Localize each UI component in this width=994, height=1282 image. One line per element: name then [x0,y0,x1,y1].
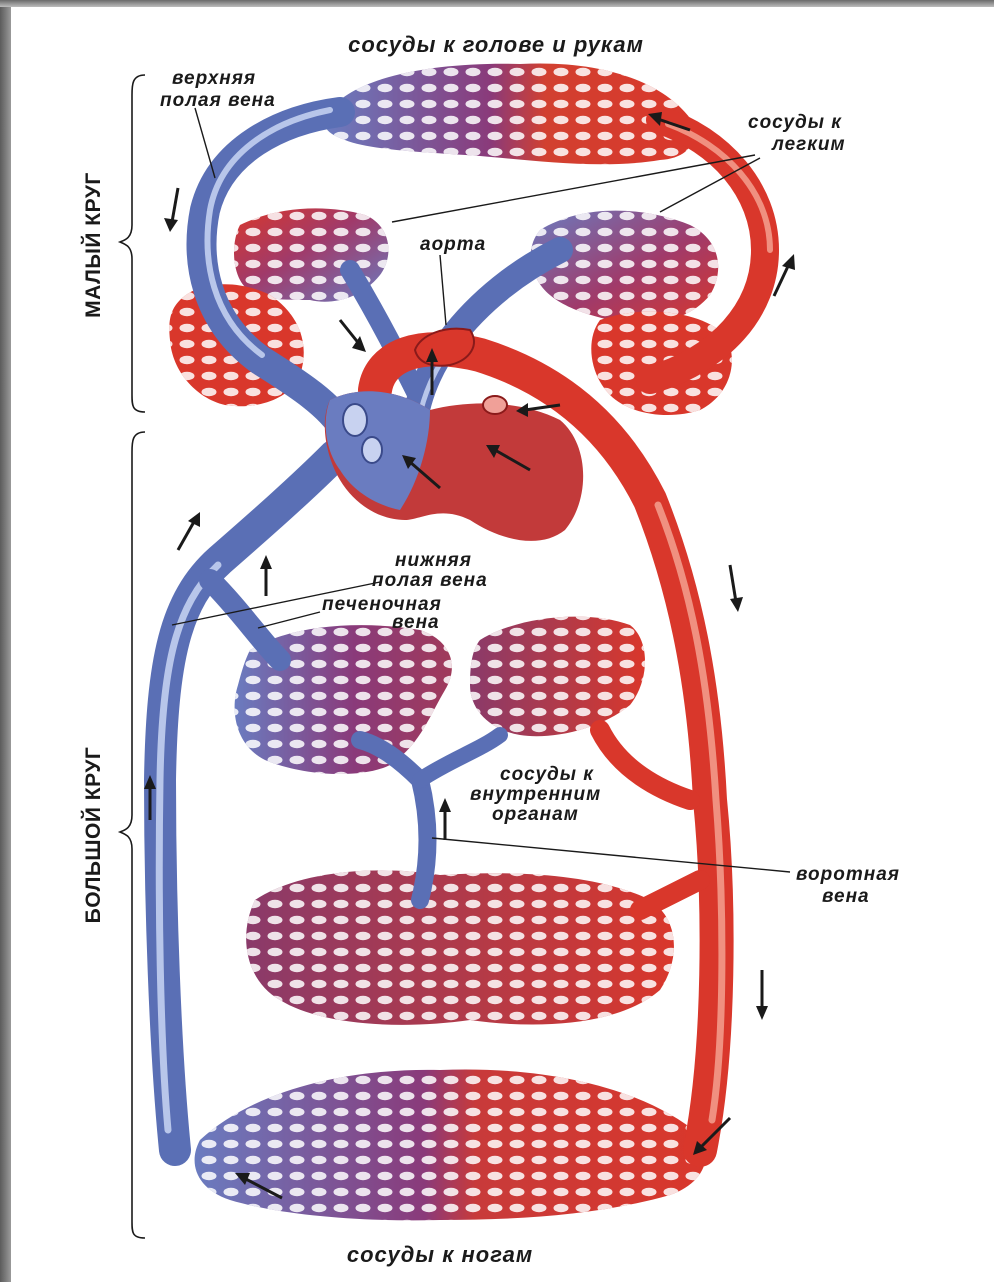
label-lungs-2: легким [771,134,846,155]
lower-organs-capillary-bed [246,870,674,1025]
label-head-arms: сосуды к голове и рукам [348,32,644,57]
large-circle-bracket [120,432,145,1238]
label-portal-vein-2: вена [822,886,870,907]
label-legs: сосуды к ногам [347,1242,533,1267]
heart [325,329,583,541]
label-portal-vein-1: воротная [796,864,900,885]
head-arms-capillary-bed [324,63,693,164]
arteries-to-organs [600,730,700,910]
inferior-vena-cava [159,455,335,1150]
label-hepatic-vein-2: вена [392,612,440,633]
label-internal-organs-3: органам [492,804,579,825]
label-large-circle: БОЛЬШОЙ КРУГ [81,747,105,924]
label-superior-vena-cava-2: полая вена [160,90,276,111]
label-superior-vena-cava-1: верхняя [172,68,256,89]
legs-capillary-bed [195,1069,706,1220]
upper-organs-capillary-bed [470,617,645,737]
label-internal-organs-2: внутренним [470,784,601,805]
label-inferior-vena-cava-1: нижняя [395,550,472,571]
label-small-circle: МАЛЫЙ КРУГ [81,172,105,318]
label-aorta: аорта [420,234,486,255]
label-lungs-1: сосуды к [748,112,842,133]
small-circle-bracket [120,75,145,412]
label-inferior-vena-cava-2: полая вена [372,570,488,591]
hepatic-vein [210,580,280,660]
label-internal-organs-1: сосуды к [500,764,594,785]
